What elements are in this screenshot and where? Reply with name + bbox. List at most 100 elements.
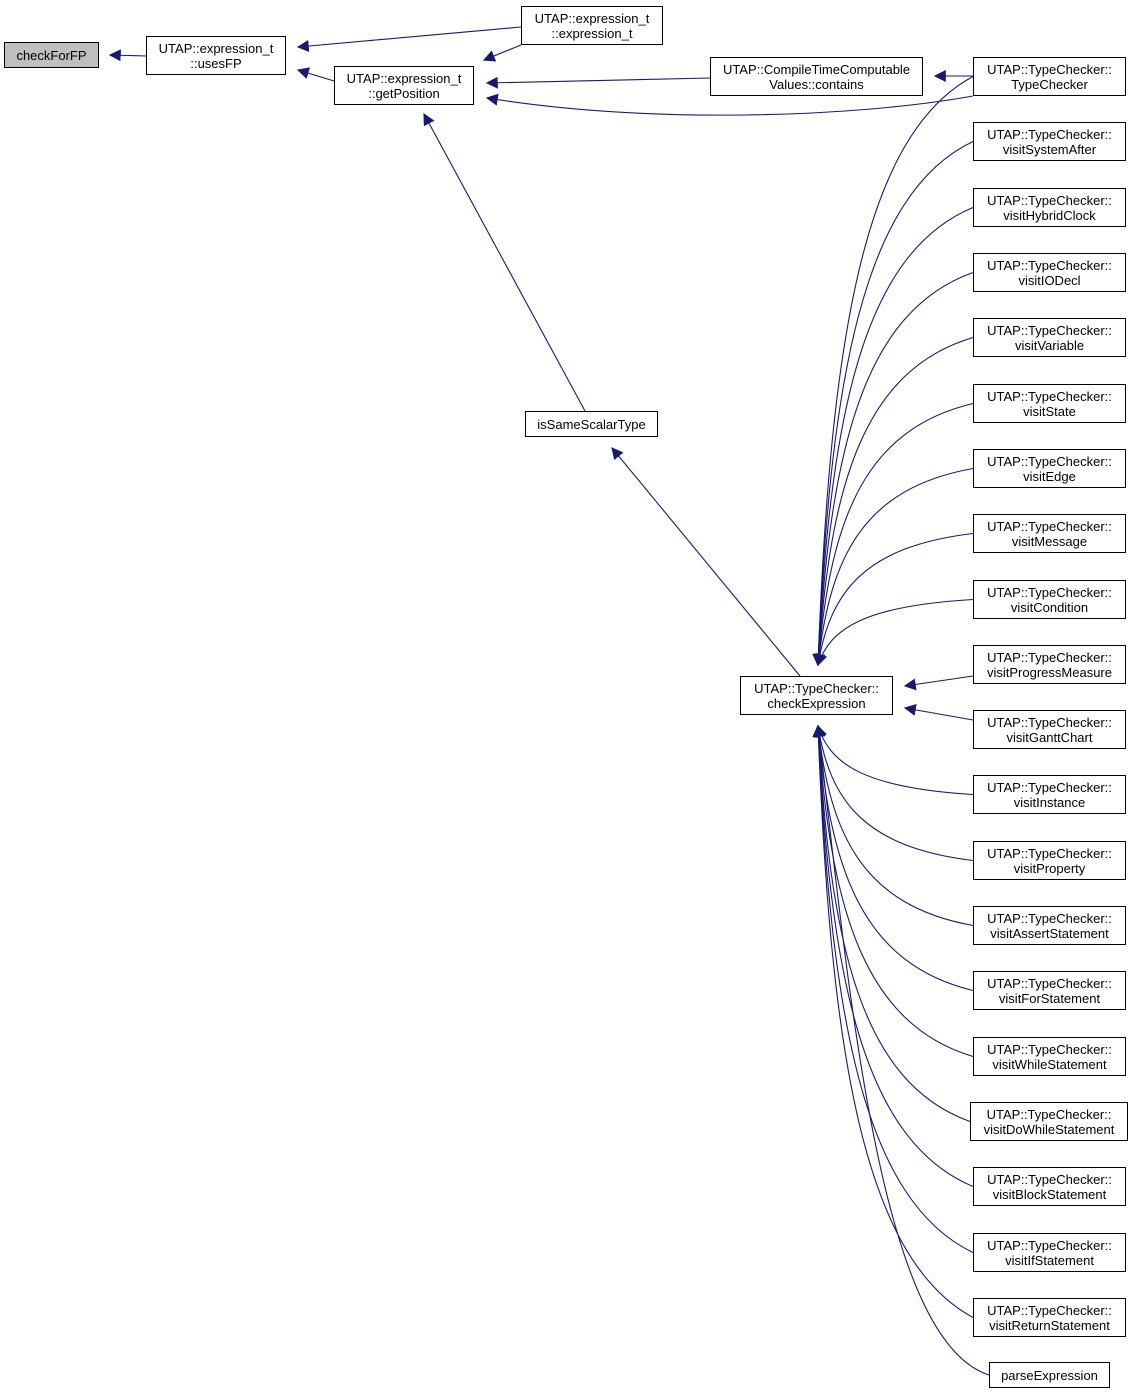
node-label-line: UTAP::TypeChecker:: [987, 1171, 1112, 1187]
node-label-line: UTAP::TypeChecker:: [987, 61, 1112, 77]
edge-visitState-to-checkExpression [812, 402, 974, 667]
node-visitForStatement[interactable]: UTAP::TypeChecker::visitForStatement [973, 971, 1126, 1010]
node-TypeChecker[interactable]: UTAP::TypeChecker::TypeChecker [973, 57, 1126, 96]
node-label-line: ::getPosition [368, 85, 440, 101]
edge-visitIODecl-to-checkExpression [812, 271, 974, 667]
edge-visitMessage-to-checkExpression [813, 532, 974, 667]
edge-getPosition-to-usesFP [296, 67, 335, 82]
edge-parseExpression-to-checkExpression [813, 724, 990, 1376]
edge-expression_t-to-getPosition [482, 44, 522, 62]
node-label-line: visitReturnStatement [989, 1317, 1110, 1333]
node-visitCondition[interactable]: UTAP::TypeChecker::visitCondition [973, 580, 1126, 619]
node-visitIODecl[interactable]: UTAP::TypeChecker::visitIODecl [973, 253, 1126, 292]
node-label-line: UTAP::TypeChecker:: [987, 322, 1112, 338]
node-visitEdge[interactable]: UTAP::TypeChecker::visitEdge [973, 449, 1126, 488]
node-checkExpression[interactable]: UTAP::TypeChecker::checkExpression [740, 676, 893, 715]
node-visitMessage[interactable]: UTAP::TypeChecker::visitMessage [973, 514, 1126, 553]
node-visitAssertStatement[interactable]: UTAP::TypeChecker::visitAssertStatement [973, 906, 1126, 945]
node-label-line: UTAP::TypeChecker:: [987, 1041, 1112, 1057]
node-label-line: UTAP::expression_t [534, 10, 650, 26]
node-label-line: visitAssertStatement [990, 925, 1109, 941]
node-visitIfStatement[interactable]: UTAP::TypeChecker::visitIfStatement [973, 1233, 1126, 1272]
node-label-line: UTAP::TypeChecker:: [987, 975, 1112, 991]
node-label-line: visitIfStatement [1005, 1252, 1094, 1268]
node-label-line: UTAP::TypeChecker:: [987, 714, 1112, 730]
node-label-line: parseExpression [1001, 1367, 1098, 1383]
edge-visitCondition-to-checkExpression [815, 598, 974, 667]
node-checkForFP: checkForFP [4, 42, 99, 68]
node-label-line: visitVariable [1014, 337, 1085, 353]
node-label-line: visitDoWhileStatement [983, 1121, 1115, 1137]
edge-visitProgressMeasure-to-checkExpression [903, 675, 974, 691]
node-label-line: UTAP::TypeChecker:: [987, 453, 1112, 469]
node-label-line: UTAP::CompileTimeComputable [722, 61, 911, 77]
node-label-line: visitCondition [1010, 599, 1089, 615]
node-visitProgressMeasure[interactable]: UTAP::TypeChecker::visitProgressMeasure [973, 645, 1126, 684]
node-visitHybridClock[interactable]: UTAP::TypeChecker::visitHybridClock [973, 188, 1126, 227]
edge-usesFP-to-checkForFP [108, 49, 147, 62]
node-label-line: UTAP::TypeChecker:: [987, 584, 1112, 600]
node-label-line: TypeChecker [1011, 76, 1088, 92]
node-visitWhileStatement[interactable]: UTAP::TypeChecker::visitWhileStatement [973, 1037, 1126, 1076]
node-visitSystemAfter[interactable]: UTAP::TypeChecker::visitSystemAfter [973, 122, 1126, 161]
node-label-line: isSameScalarType [537, 416, 646, 432]
node-label-line: UTAP::TypeChecker:: [987, 388, 1112, 404]
node-label-line: visitSystemAfter [1002, 141, 1097, 157]
node-label-line: UTAP::TypeChecker:: [987, 126, 1112, 142]
node-parseExpression[interactable]: parseExpression [989, 1362, 1110, 1388]
node-label-line: visitProgressMeasure [987, 664, 1112, 680]
node-label-line: UTAP::TypeChecker:: [987, 518, 1112, 534]
node-label-line: checkForFP [16, 47, 87, 63]
node-visitBlockStatement[interactable]: UTAP::TypeChecker::visitBlockStatement [973, 1167, 1126, 1206]
edge-visitReturnStatement-to-checkExpression [812, 724, 974, 1318]
node-label-line: UTAP::TypeChecker:: [987, 257, 1112, 273]
node-getPosition[interactable]: UTAP::expression_t::getPosition [334, 66, 474, 105]
node-label-line: UTAP::TypeChecker:: [987, 649, 1112, 665]
edge-TypeChecker-to-getPosition [485, 93, 974, 116]
edge-visitEdge-to-checkExpression [813, 467, 974, 667]
node-label-line: UTAP::TypeChecker:: [986, 1106, 1112, 1122]
node-label-line: UTAP::expression_t [158, 40, 274, 56]
node-label-line: UTAP::TypeChecker:: [987, 1237, 1112, 1253]
node-label-line: visitMessage [1011, 533, 1088, 549]
node-label-line: visitIODecl [1018, 272, 1081, 288]
node-expression_t[interactable]: UTAP::expression_t::expression_t [521, 6, 663, 45]
edge-visitVariable-to-checkExpression [812, 336, 974, 667]
node-label-line: visitHybridClock [1003, 207, 1096, 223]
node-visitInstance[interactable]: UTAP::TypeChecker::visitInstance [973, 775, 1126, 814]
node-label-line: checkExpression [767, 695, 866, 711]
node-label-line: UTAP::expression_t [346, 70, 462, 86]
edge-visitIfStatement-to-checkExpression [812, 724, 974, 1253]
edge-visitWhileStatement-to-checkExpression [812, 724, 974, 1058]
edge-visitHybridClock-to-checkExpression [812, 206, 974, 667]
edge-visitInstance-to-checkExpression [815, 724, 974, 796]
edge-visitGanttChart-to-checkExpression [903, 703, 974, 721]
edge-checkExpression-to-isSameScalarType [611, 447, 801, 677]
node-label-line: UTAP::TypeChecker:: [987, 910, 1112, 926]
node-label-line: visitForStatement [998, 990, 1101, 1006]
node-label-line: visitEdge [1023, 468, 1076, 484]
node-visitProperty[interactable]: UTAP::TypeChecker::visitProperty [973, 841, 1126, 880]
node-label-line: UTAP::TypeChecker:: [754, 680, 879, 696]
node-visitVariable[interactable]: UTAP::TypeChecker::visitVariable [973, 318, 1126, 357]
node-label-line: UTAP::TypeChecker:: [987, 845, 1112, 861]
node-isSameScalarType[interactable]: isSameScalarType [525, 411, 658, 437]
node-usesFP[interactable]: UTAP::expression_t::usesFP [146, 36, 286, 75]
node-label-line: visitBlockStatement [992, 1186, 1107, 1202]
node-label-line: ::usesFP [190, 55, 242, 71]
node-label-line: Values::contains [769, 76, 864, 92]
node-label-line: visitInstance [1013, 794, 1086, 810]
edge-visitDoWhileStatement-to-checkExpression [812, 724, 971, 1123]
edge-expression_t-to-usesFP [296, 26, 522, 53]
node-visitDoWhileStatement[interactable]: UTAP::TypeChecker::visitDoWhileStatement [970, 1102, 1128, 1141]
node-visitState[interactable]: UTAP::TypeChecker::visitState [973, 384, 1126, 423]
edge-visitBlockStatement-to-checkExpression [812, 724, 974, 1188]
node-visitGanttChart[interactable]: UTAP::TypeChecker::visitGanttChart [973, 710, 1126, 749]
edge-visitSystemAfter-to-checkExpression [812, 141, 974, 667]
edge-visitAssertStatement-to-checkExpression [813, 724, 974, 927]
node-label-line: visitWhileStatement [992, 1056, 1107, 1072]
node-visitReturnStatement[interactable]: UTAP::TypeChecker::visitReturnStatement [973, 1298, 1126, 1337]
